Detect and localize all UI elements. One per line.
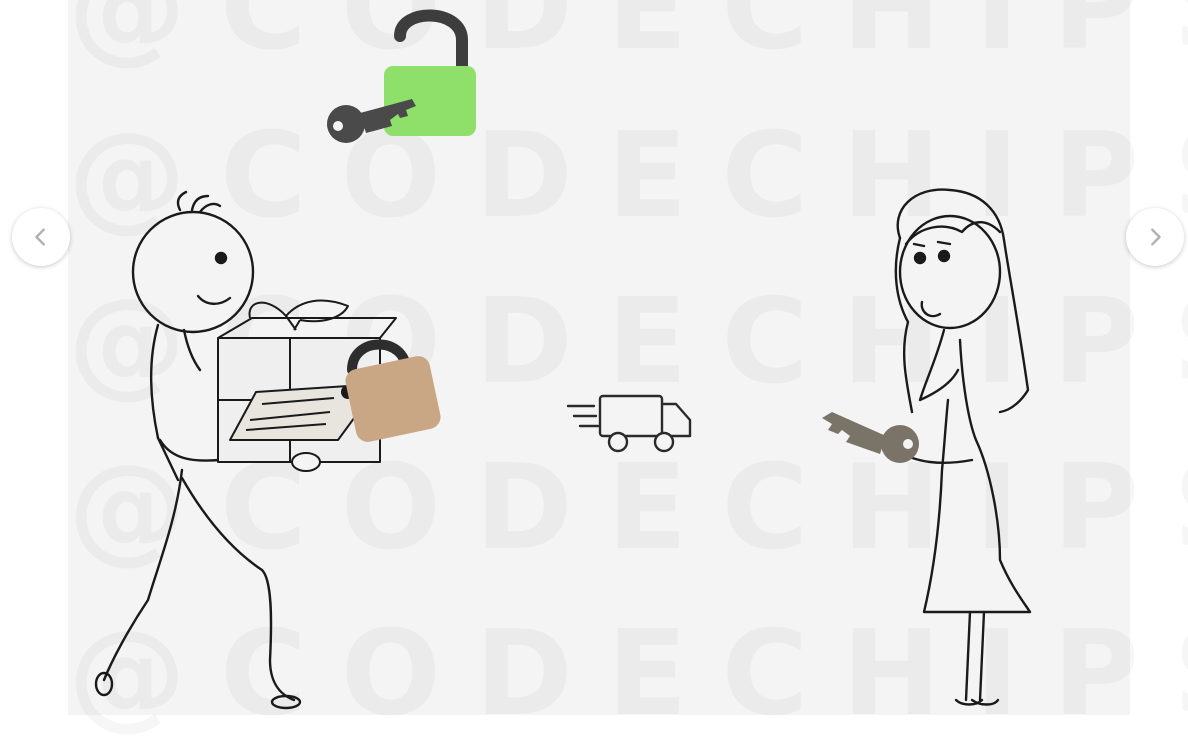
previous-slide-button[interactable] <box>12 208 70 266</box>
next-slide-button[interactable] <box>1126 208 1184 266</box>
illustration <box>0 0 1188 715</box>
chevron-right-icon <box>1144 226 1166 248</box>
delivery-truck-icon <box>568 396 690 451</box>
key-icon <box>822 412 919 463</box>
padlock-closed-icon <box>343 345 443 445</box>
chevron-left-icon <box>30 226 52 248</box>
padlock-open-icon <box>384 15 476 136</box>
